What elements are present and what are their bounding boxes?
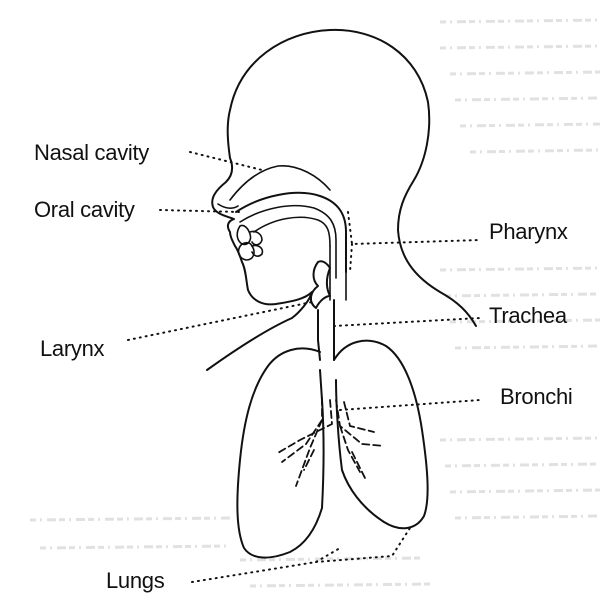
leader-oral-cavity [160,210,240,212]
label-lungs: Lungs [106,568,165,593]
leader-bronchi [340,400,480,410]
nostril [218,204,238,208]
head-outline [207,30,476,370]
trachea-tube [318,300,334,360]
label-trachea: Trachea [489,303,568,328]
right-lung [334,341,428,529]
leader-trachea [334,318,480,326]
label-bronchi: Bronchi [500,384,573,409]
pharynx-wall [330,246,346,300]
left-lung [237,348,323,557]
leader-pharynx [348,212,480,272]
bronchi-tree [276,398,384,486]
palate-inner [240,206,336,278]
label-larynx: Larynx [40,336,105,361]
label-nasal-cavity: Nasal cavity [34,140,149,165]
teeth [237,225,262,260]
tongue-arch [254,217,330,246]
label-pharynx: Pharynx [489,219,568,244]
label-oral-cavity: Oral cavity [34,197,135,222]
larynx-shape [311,261,330,308]
leader-nasal-cavity [190,152,262,170]
leader-lungs [192,528,410,582]
